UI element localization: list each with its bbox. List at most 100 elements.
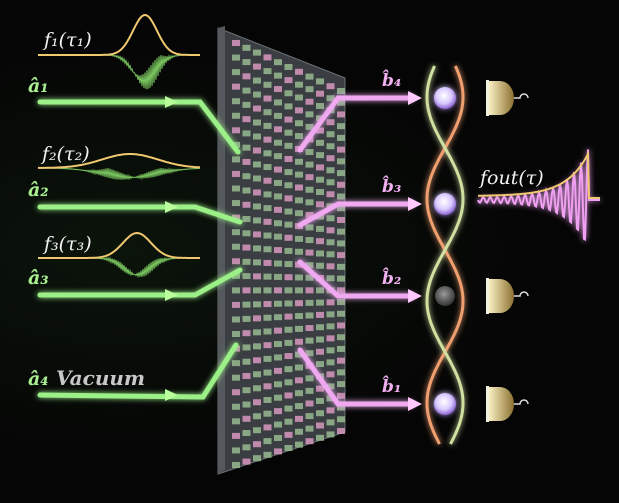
mesh-tile: [295, 171, 303, 178]
mesh-tile: [326, 311, 335, 318]
mesh-tile: [284, 155, 293, 162]
mesh-tile: [274, 220, 282, 227]
mesh-tile: [305, 199, 314, 206]
mesh-tile: [295, 274, 303, 281]
output-labels: b̂₄ b̂₃ b̂₂ b̂₁: [382, 70, 402, 397]
mesh-tile: [295, 81, 303, 88]
mesh-tile: [326, 251, 335, 258]
output-pulse: [477, 149, 600, 241]
mesh-tile: [253, 49, 261, 56]
mesh-tile: [295, 300, 303, 307]
mesh-tile: [274, 287, 282, 294]
mesh-tile: [263, 191, 272, 198]
mesh-tile: [305, 274, 314, 281]
beam-a2: [37, 204, 243, 225]
mesh-tile: [284, 182, 293, 189]
mesh-tile: [242, 387, 251, 394]
mesh-tile: [326, 395, 335, 402]
mesh-tile: [274, 260, 282, 267]
mesh-tile: [253, 161, 261, 168]
mesh-tile: [263, 218, 272, 225]
mesh-tile: [337, 392, 345, 399]
mesh-tile: [263, 410, 272, 417]
mesh-tile: [274, 86, 282, 93]
mesh-tile: [274, 273, 282, 280]
mesh-tile: [232, 462, 240, 468]
mesh-tile: [274, 247, 282, 254]
mesh-tile: [284, 169, 293, 176]
mesh-tile: [337, 428, 345, 434]
mesh-tile: [337, 357, 345, 364]
pulse-envelope-1: [38, 13, 200, 56]
mesh-tile: [263, 68, 272, 75]
beam-a1: [37, 99, 241, 155]
label-b4: b̂₄: [382, 70, 402, 91]
mesh-tile: [242, 116, 251, 123]
mesh-tile: [305, 337, 314, 344]
mesh-tile: [305, 211, 314, 218]
mesh-tile: [316, 127, 324, 134]
mesh-tile: [337, 228, 345, 235]
mesh-tile: [242, 158, 251, 165]
mesh-tile: [274, 300, 282, 307]
mesh-tile: [284, 261, 293, 268]
mesh-tile: [274, 354, 282, 361]
mesh-tile: [337, 334, 345, 341]
mesh-tile: [253, 441, 261, 448]
beam-b2: [297, 259, 415, 299]
mesh-tile: [316, 225, 324, 232]
input-arrowheads: [165, 96, 178, 401]
mesh-tile: [253, 91, 261, 98]
mesh-tile: [295, 184, 303, 191]
mesh-tile: [295, 158, 303, 165]
mesh-tile: [305, 123, 314, 130]
mesh-tile: [274, 153, 282, 160]
mesh-tile: [337, 345, 345, 352]
photon-b4: [434, 87, 456, 109]
mesh-tile: [242, 315, 251, 322]
mesh-tile: [242, 201, 251, 208]
mesh-tile: [284, 418, 293, 425]
mesh-tile: [274, 448, 282, 455]
mesh-tile: [242, 430, 251, 437]
mesh-tile: [274, 179, 282, 186]
mesh-tile: [232, 418, 240, 425]
mesh-tile: [274, 434, 282, 441]
mesh-tile: [274, 72, 282, 79]
mesh-tile: [253, 63, 261, 70]
mesh-tile: [326, 335, 335, 342]
mesh-tile: [305, 287, 314, 294]
mesh-tile: [316, 324, 324, 331]
mesh-tile: [305, 312, 314, 319]
mesh-tile: [316, 361, 324, 368]
mesh-tile: [274, 421, 282, 428]
pulse-envelope-3: [38, 231, 200, 259]
beam-b3: [297, 201, 415, 228]
mesh-tile: [337, 275, 345, 282]
mesh-tile: [263, 95, 272, 102]
mesh-tile: [274, 381, 282, 388]
mesh-tile: [337, 170, 345, 177]
mesh-tile: [242, 187, 251, 194]
mesh-tile: [284, 431, 293, 438]
mesh-tile: [253, 455, 261, 462]
mesh-tile: [316, 348, 324, 355]
mesh-tile: [242, 258, 251, 265]
mesh-tile: [337, 134, 345, 141]
input-beams: [37, 99, 243, 400]
photon-b3: [434, 193, 456, 215]
mesh-tile: [305, 86, 314, 93]
pulse-carrier-3: [38, 256, 200, 279]
mesh-tile: [305, 425, 314, 432]
mesh-tile: [274, 233, 282, 240]
mesh-tile: [316, 397, 324, 404]
mesh-tile: [263, 451, 272, 458]
mesh-tile: [337, 369, 345, 376]
mesh-tile: [242, 444, 251, 451]
mesh-tile: [232, 40, 240, 46]
mesh-tile: [242, 458, 251, 465]
mesh-tile: [253, 175, 261, 182]
mesh-tile: [326, 227, 335, 234]
mesh-tile: [263, 150, 272, 157]
mesh-tile: [284, 116, 293, 123]
